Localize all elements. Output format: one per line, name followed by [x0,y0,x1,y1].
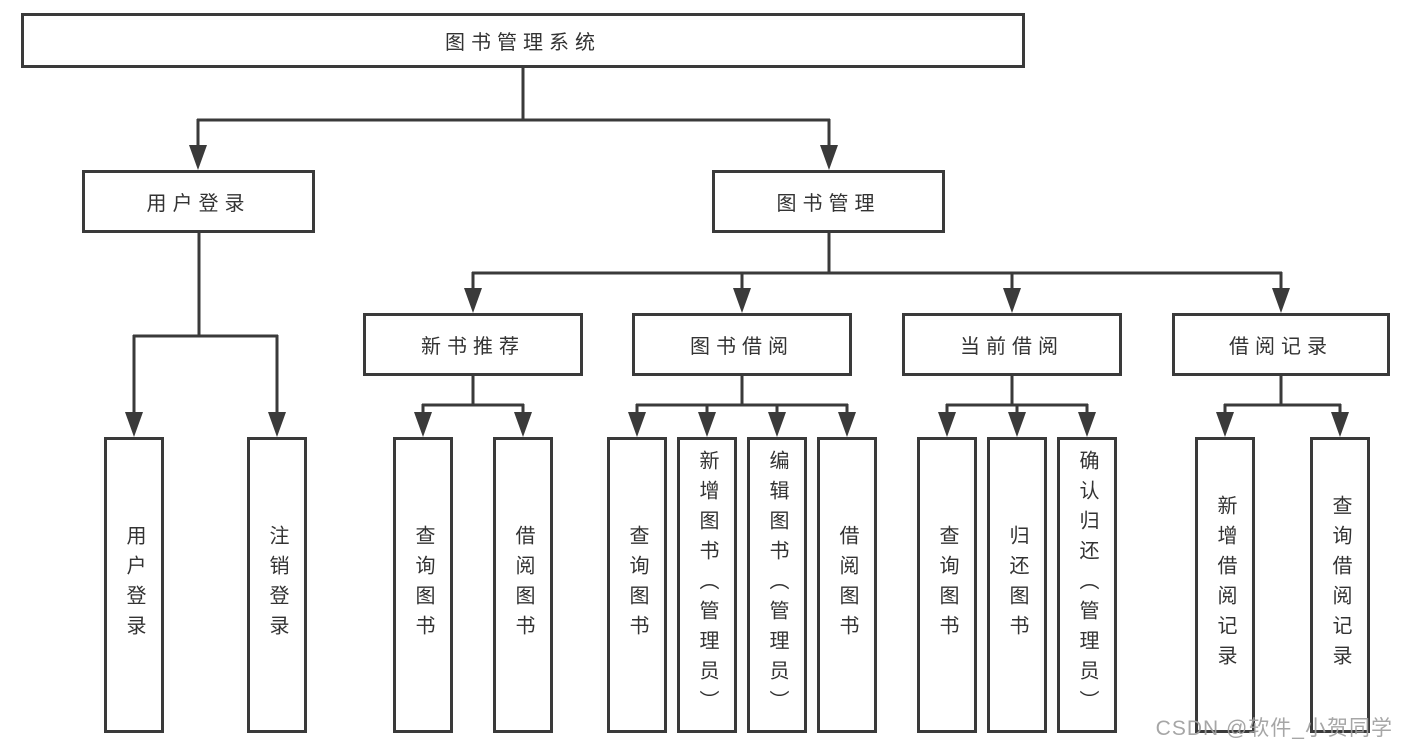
node-new-book-rec: 新书推荐 [363,313,583,376]
leaf-user-login: 用户登录 [104,437,164,733]
leaf-borrow-borrow-book: 借阅图书 [817,437,877,733]
leaf-current-query-book: 查询图书 [917,437,977,733]
leaf-record-add: 新增借阅记录 [1195,437,1255,733]
connector-userlogin-to-leaves [125,232,286,437]
connector-bookborrow-to-leaves [628,375,856,437]
node-user-login: 用户登录 [82,170,315,233]
leaf-rec-borrow-book: 借阅图书 [493,437,553,733]
leaf-borrow-add-book: 新增图书（管理员） [677,437,737,733]
leaf-logout: 注销登录 [247,437,307,733]
node-root: 图书管理系统 [21,13,1025,68]
node-book-borrow: 图书借阅 [632,313,852,376]
node-book-mgmt: 图书管理 [712,170,945,233]
leaf-borrow-query-book: 查询图书 [607,437,667,733]
watermark: CSDN @软件_小贺同学 [1155,717,1393,740]
leaf-record-query: 查询借阅记录 [1310,437,1370,733]
connector-bookmgmt-to-level3 [464,232,1290,313]
connector-root-to-level2 [189,68,838,170]
connector-newbookrec-to-leaves [414,375,532,437]
leaf-borrow-edit-book: 编辑图书（管理员） [747,437,807,733]
leaf-rec-query-book: 查询图书 [393,437,453,733]
node-current-borrow: 当前借阅 [902,313,1122,376]
node-borrow-record: 借阅记录 [1172,313,1390,376]
leaf-current-confirm-return: 确认归还（管理员） [1057,437,1117,733]
connector-currentborrow-to-leaves [938,375,1096,437]
connector-borrowrecord-to-leaves [1216,375,1349,437]
leaf-current-return-book: 归还图书 [987,437,1047,733]
